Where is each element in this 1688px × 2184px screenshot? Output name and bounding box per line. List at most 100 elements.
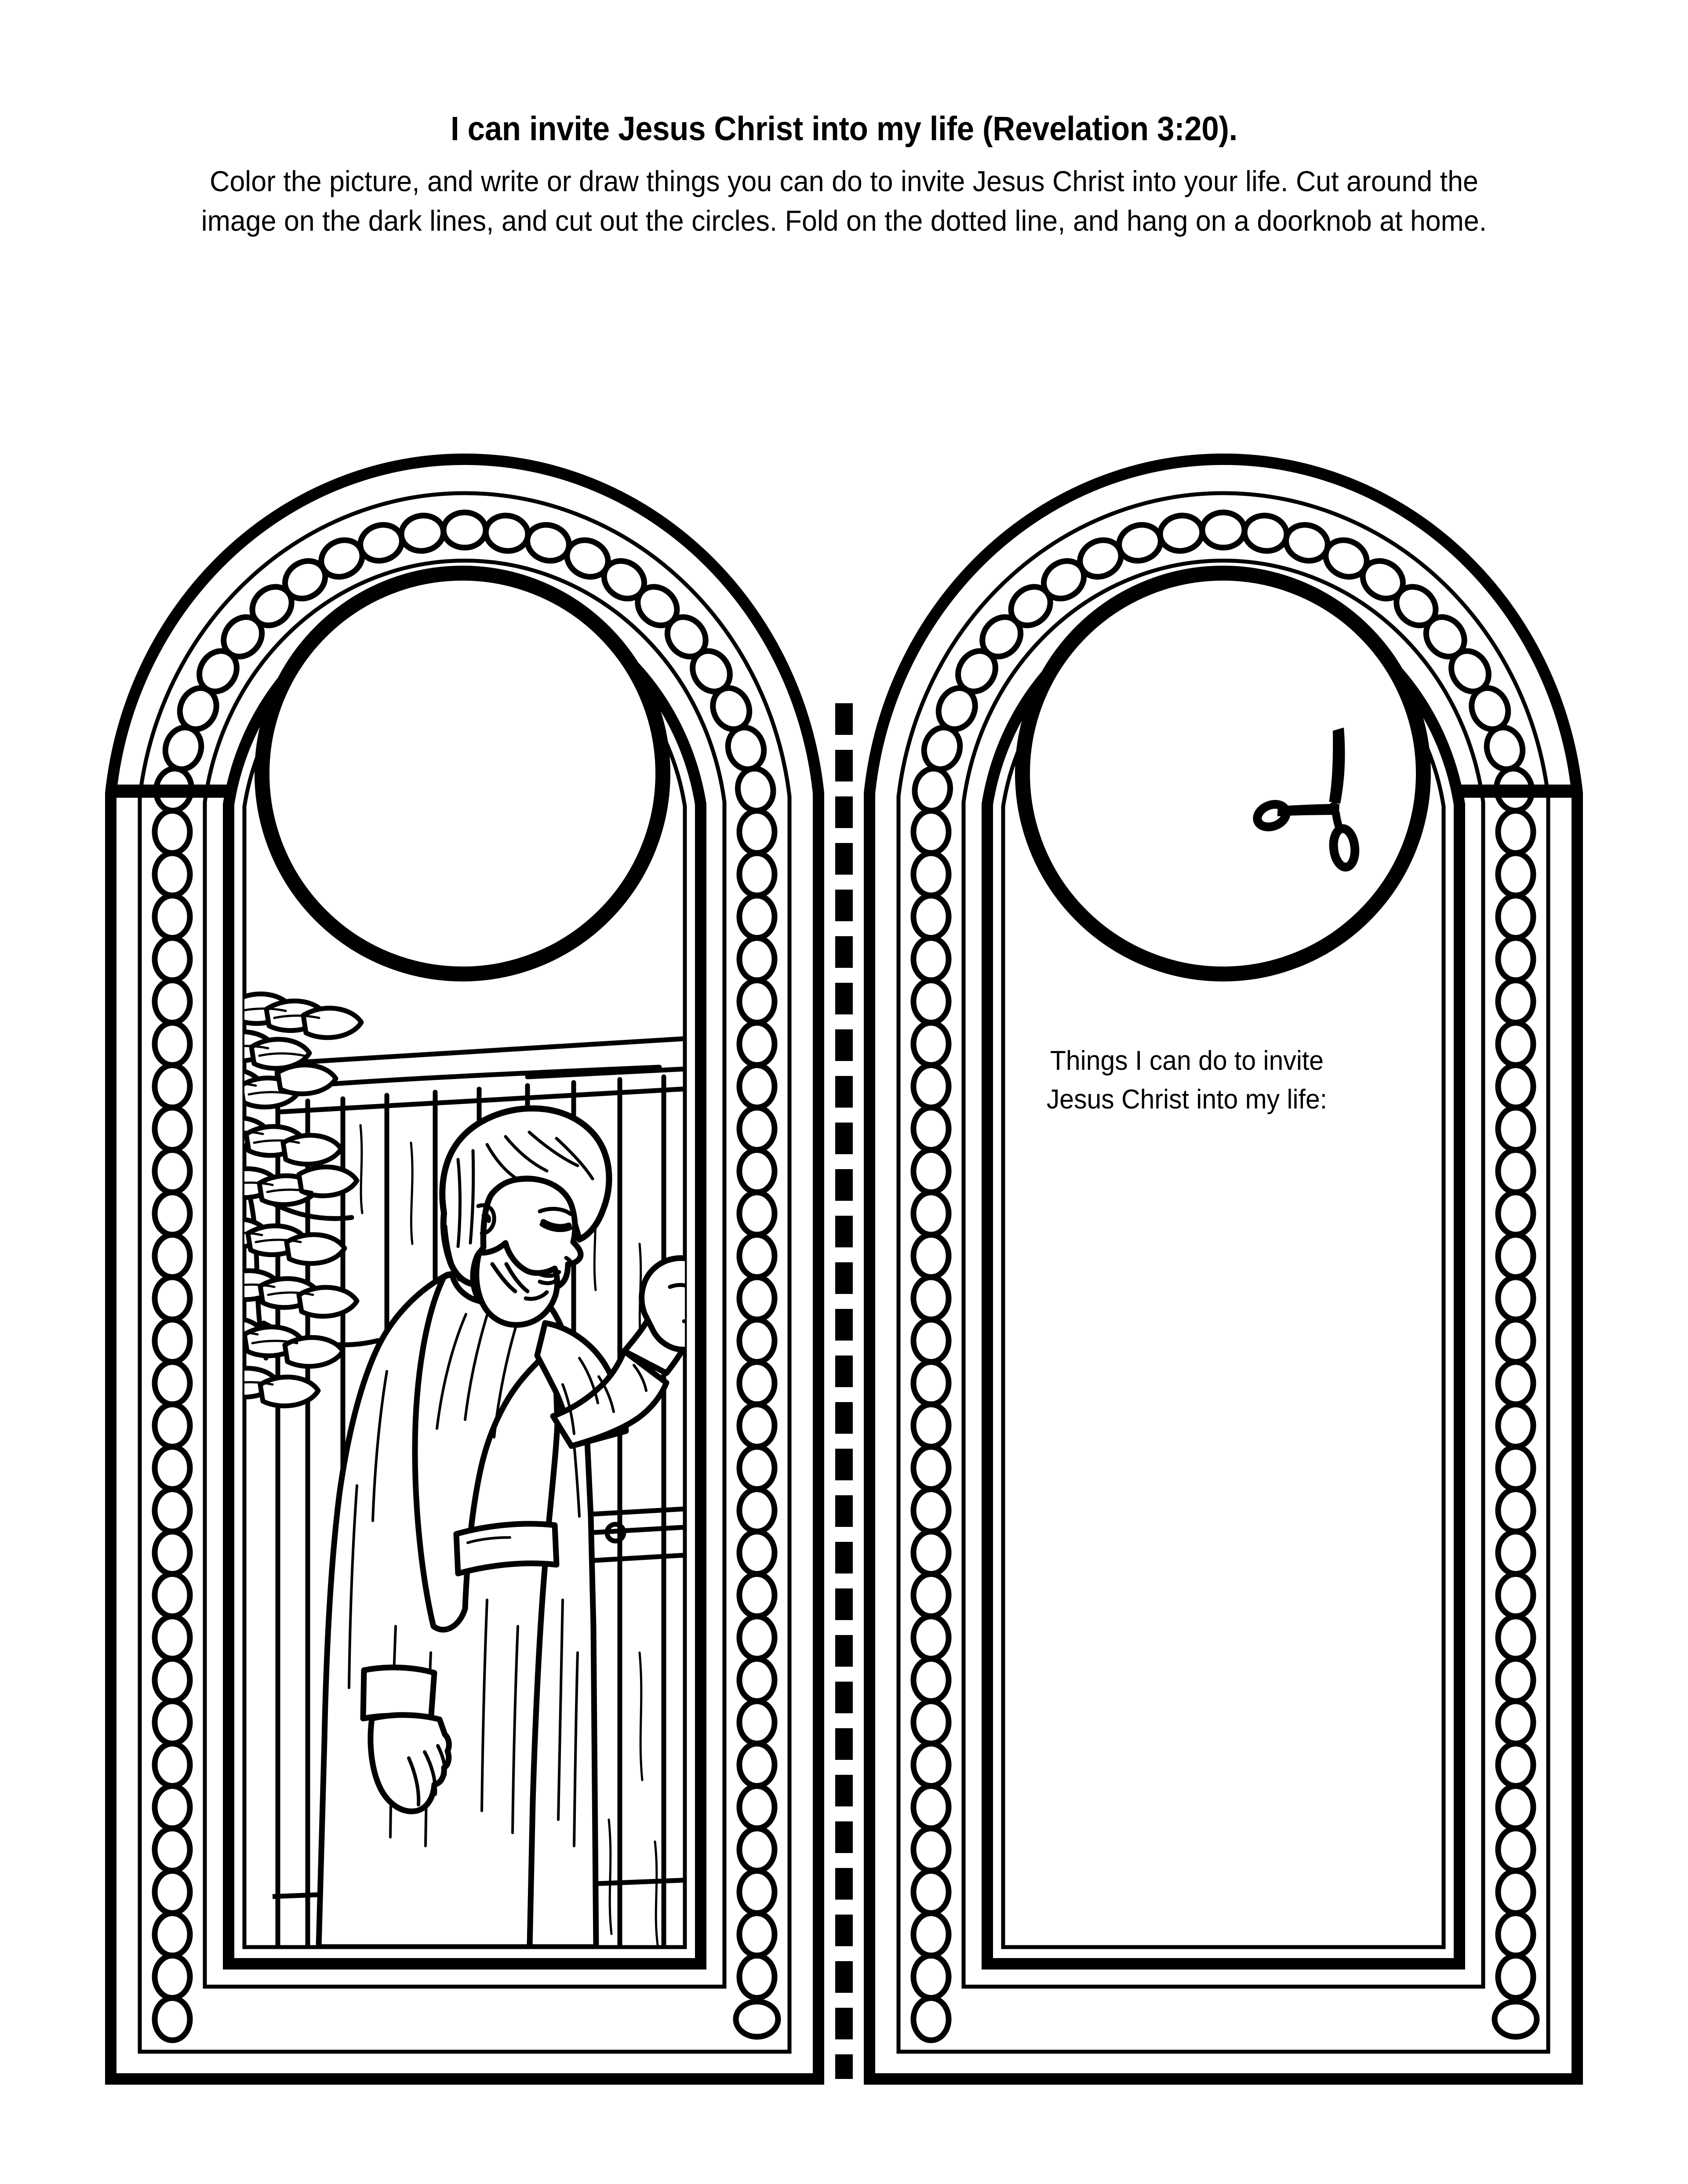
border-bead — [736, 1020, 778, 1068]
border-bead — [1008, 584, 1053, 629]
border-bead — [152, 1147, 193, 1196]
border-bead — [735, 766, 776, 814]
instructions-line-2: image on the dark lines, and cut out the… — [201, 204, 1487, 237]
border-bead — [736, 1274, 778, 1323]
border-bead — [162, 724, 204, 772]
border-bead — [1495, 1444, 1536, 1492]
border-bead — [979, 614, 1024, 660]
border-bead — [152, 1741, 193, 1789]
border-bead — [910, 1741, 952, 1789]
border-bead — [910, 1274, 952, 1323]
border-bead — [910, 935, 952, 983]
border-bead — [152, 1316, 193, 1365]
border-bead — [1495, 1741, 1536, 1789]
border-bead — [1495, 1147, 1536, 1196]
border-bead — [1041, 558, 1087, 602]
border-bead — [910, 1020, 952, 1068]
border-bead — [710, 685, 753, 732]
border-bead — [1495, 1613, 1536, 1662]
border-bead — [910, 1147, 952, 1196]
border-bead — [1448, 648, 1492, 694]
instructions-block: Color the picture, and write or draw thi… — [195, 146, 1494, 241]
border-bead — [1495, 1062, 1536, 1111]
border-bead — [736, 1571, 778, 1619]
left-doorknob-cutout-circle — [255, 566, 670, 981]
border-bead — [1495, 1529, 1536, 1577]
border-bead — [910, 1316, 952, 1365]
border-bead — [152, 1910, 193, 1959]
border-bead — [318, 537, 365, 580]
border-bead — [1495, 1656, 1536, 1704]
border-bead — [1283, 522, 1331, 564]
border-bead — [910, 1529, 952, 1577]
border-bead — [736, 1953, 778, 2001]
border-bead — [152, 1444, 193, 1492]
border-bead — [152, 1232, 193, 1280]
border-bead — [152, 1825, 193, 1874]
border-bead — [736, 893, 778, 941]
border-bead — [736, 1189, 778, 1238]
border-bead — [152, 850, 193, 898]
border-bead — [524, 522, 572, 564]
border-bead — [1323, 537, 1370, 580]
border-bead — [1495, 893, 1536, 941]
border-bead — [152, 1953, 193, 2001]
border-bead — [736, 1401, 778, 1450]
border-bead — [910, 1656, 952, 1704]
left-bead-band — [152, 509, 781, 2043]
border-bead — [1495, 808, 1536, 856]
border-bead — [733, 1999, 781, 2040]
border-bead — [736, 1316, 778, 1365]
border-bead — [736, 1741, 778, 1789]
border-bead — [1241, 512, 1290, 554]
border-bead — [736, 1868, 778, 1916]
border-bead — [910, 1062, 952, 1111]
border-bead — [736, 808, 778, 856]
page-title: I can invite Jesus Christ into my life (… — [451, 110, 1237, 148]
border-bead — [725, 724, 767, 772]
border-bead — [564, 537, 611, 580]
border-bead — [736, 1825, 778, 1874]
caption-line-1: Things I can do to invite — [1050, 1046, 1324, 1076]
border-bead — [1157, 512, 1205, 554]
border-bead — [910, 1486, 952, 1534]
border-bead — [912, 766, 953, 814]
border-bead — [1077, 537, 1124, 580]
border-bead — [1423, 614, 1467, 660]
border-bead — [736, 1698, 778, 1747]
jesus-knocking-illustration — [244, 992, 685, 1947]
border-bead — [910, 1995, 952, 2043]
border-bead — [1495, 1571, 1536, 1619]
border-bead — [910, 1953, 952, 2001]
border-bead — [736, 1147, 778, 1196]
border-bead — [152, 935, 193, 983]
border-bead — [152, 1698, 193, 1747]
border-bead — [910, 1105, 952, 1153]
writing-panel-caption: Things I can do to invite Jesus Christ i… — [991, 1042, 1383, 1119]
scissors-icon — [1253, 727, 1360, 872]
border-bead — [1495, 1486, 1536, 1534]
border-bead — [1393, 584, 1439, 629]
border-bead — [1116, 522, 1164, 564]
border-bead — [1495, 1020, 1536, 1068]
border-bead — [1494, 766, 1535, 814]
border-bead — [1495, 850, 1536, 898]
border-bead — [152, 1359, 193, 1407]
border-bead — [910, 978, 952, 1026]
border-bead — [736, 1105, 778, 1153]
border-bead — [1495, 1825, 1536, 1874]
border-bead — [1495, 1274, 1536, 1323]
border-bead — [152, 1571, 193, 1619]
border-bead — [152, 1868, 193, 1916]
border-bead — [736, 978, 778, 1026]
border-bead — [910, 1698, 952, 1747]
border-bead — [736, 1656, 778, 1704]
border-bead — [736, 1613, 778, 1662]
border-bead — [196, 648, 240, 694]
border-bead — [736, 935, 778, 983]
border-bead — [910, 1783, 952, 1832]
border-bead — [601, 558, 647, 602]
border-bead — [1495, 978, 1536, 1026]
border-bead — [152, 1020, 193, 1068]
